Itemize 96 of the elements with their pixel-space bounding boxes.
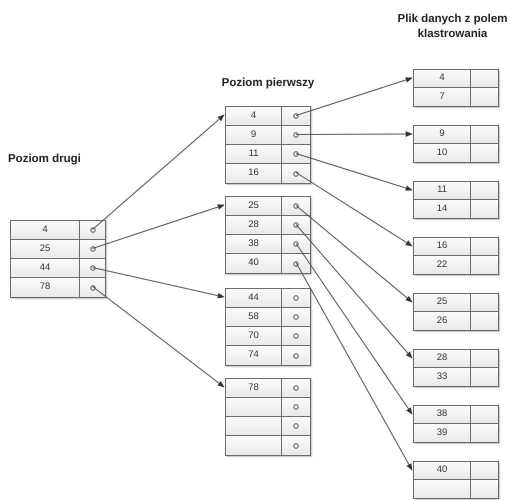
table-row — [414, 126, 498, 144]
table-row — [414, 182, 498, 200]
table-row — [414, 350, 498, 368]
arrow — [92, 204, 225, 249]
key-value: 78 — [248, 380, 259, 395]
arrow — [296, 153, 413, 191]
key-value: 40 — [436, 463, 448, 478]
key-value: 16 — [248, 166, 259, 180]
table-row — [11, 278, 105, 297]
table-row — [414, 312, 498, 330]
key-value: 78 — [40, 280, 50, 294]
key-value: 74 — [248, 348, 259, 362]
table-row — [226, 308, 310, 327]
key-value: 44 — [40, 260, 50, 275]
table-row — [414, 294, 498, 312]
table-row — [226, 235, 310, 254]
table-row — [226, 346, 310, 365]
key-value: 14 — [436, 202, 448, 216]
key-value: 38 — [436, 407, 448, 422]
table-row — [226, 145, 310, 164]
arrow — [296, 205, 413, 302]
record-table — [413, 125, 499, 163]
record-table — [413, 181, 499, 219]
key-value: 4 — [250, 108, 256, 123]
key-value: 38 — [248, 236, 259, 251]
key-value: 11 — [437, 183, 447, 198]
table-row — [414, 70, 498, 88]
record-table — [225, 196, 311, 274]
table-row — [414, 144, 498, 162]
table-row — [226, 164, 310, 183]
record-table — [225, 288, 311, 366]
record-table — [413, 405, 499, 443]
record-table — [413, 237, 499, 275]
table-row — [414, 368, 498, 386]
table-row — [11, 259, 105, 278]
key-value: 25 — [248, 198, 259, 213]
table-row — [226, 417, 310, 436]
table-row — [414, 480, 498, 498]
key-value: 4 — [42, 222, 48, 237]
record-table — [10, 220, 106, 298]
table-row — [226, 436, 310, 455]
key-value: 9 — [439, 127, 445, 142]
record-table — [413, 69, 499, 107]
arrow — [296, 77, 413, 116]
table-row — [226, 126, 310, 145]
key-value: 9 — [250, 128, 256, 142]
arrow — [296, 243, 412, 415]
table-row — [414, 462, 498, 480]
table-row — [11, 221, 105, 240]
key-value: 16 — [436, 239, 448, 254]
arrow — [92, 114, 225, 230]
key-value: 28 — [248, 218, 259, 232]
key-value: 7 — [439, 90, 445, 104]
key-value: 44 — [248, 290, 259, 305]
table-row — [414, 424, 498, 442]
key-value: 26 — [436, 314, 448, 328]
table-row — [226, 398, 310, 417]
table-row — [414, 406, 498, 424]
key-value: 28 — [436, 351, 448, 366]
record-table — [413, 349, 499, 387]
key-value: 39 — [436, 426, 448, 440]
record-table — [225, 378, 311, 456]
table-row — [414, 200, 498, 218]
table-row — [226, 197, 310, 216]
key-value: 25 — [436, 295, 448, 310]
arrow — [92, 286, 225, 388]
arrow — [296, 172, 413, 246]
table-row — [226, 327, 310, 346]
key-value: 10 — [436, 146, 448, 160]
arrow — [92, 267, 225, 298]
column-heading: Poziom pierwszy — [220, 76, 316, 91]
record-table — [413, 461, 499, 499]
column-heading: Plik danych z polem klastrowania — [396, 12, 508, 42]
table-row — [226, 216, 310, 235]
arrow — [296, 262, 412, 471]
key-value: 25 — [40, 242, 50, 256]
table-row — [226, 254, 310, 273]
key-value: 70 — [248, 328, 259, 343]
table-row — [414, 238, 498, 256]
key-value: 33 — [436, 370, 448, 384]
arrow — [296, 224, 412, 359]
table-row — [226, 107, 310, 126]
arrow — [296, 131, 413, 137]
table-row — [11, 240, 105, 259]
table-row — [226, 289, 310, 308]
table-row — [414, 88, 498, 106]
key-value: 4 — [439, 71, 445, 86]
record-table — [413, 293, 499, 331]
table-row — [414, 256, 498, 274]
key-value: 58 — [248, 310, 259, 324]
record-table — [225, 106, 311, 184]
key-value: 22 — [436, 258, 448, 272]
column-heading: Poziom drugi — [8, 152, 82, 167]
table-row — [226, 379, 310, 398]
key-value: 40 — [248, 256, 259, 270]
key-value: 11 — [248, 146, 258, 161]
